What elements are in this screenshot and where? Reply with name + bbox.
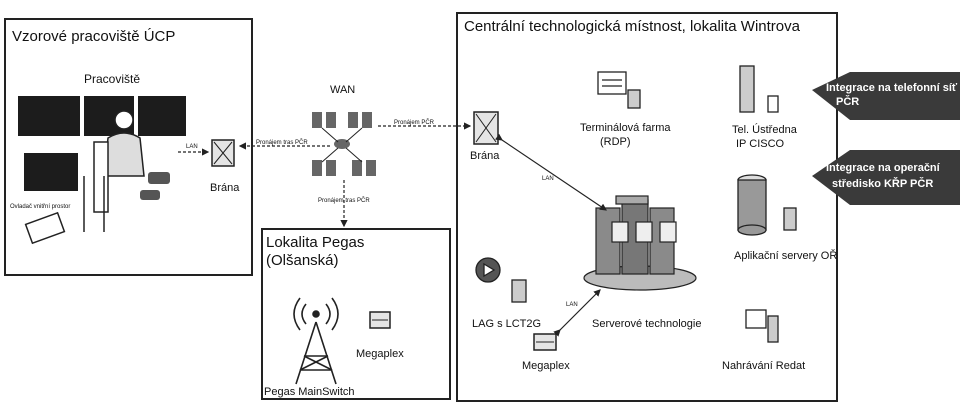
lag-device-icon bbox=[475, 257, 527, 303]
pegas-region bbox=[261, 228, 451, 400]
wan-router-icons bbox=[312, 112, 376, 176]
banner-phone-line1: Integrace na telefonní síť bbox=[826, 82, 958, 94]
pegas-megaplex-icon bbox=[369, 311, 391, 329]
operator-icon bbox=[83, 110, 145, 232]
workplace-device-label: Ovladač vnitřní prostor bbox=[10, 204, 71, 210]
central-gate-label: Brána bbox=[470, 150, 500, 162]
workplace-lan-label: LAN bbox=[186, 144, 198, 150]
recording-device-icon bbox=[745, 309, 779, 343]
wan-label: WAN bbox=[330, 84, 356, 96]
central-lan-link-a bbox=[495, 133, 607, 211]
banner-ops-shape bbox=[812, 150, 960, 205]
central-lan-link-b bbox=[553, 289, 601, 337]
app-servers-label: Aplikační servery OŘ bbox=[734, 250, 838, 262]
wan-link-right-label: Pronájem PČR bbox=[394, 120, 435, 126]
pegas-mainswitch-label: Pegas MainSwitch bbox=[264, 386, 355, 398]
central-megaplex-label: Megaplex bbox=[522, 360, 570, 372]
tablet-device-icon bbox=[24, 211, 66, 245]
phone-exchange-label-line2: IP CISCO bbox=[736, 138, 785, 150]
lag-label: LAG s LCT2G bbox=[472, 318, 542, 330]
central-lan-label-a: LAN bbox=[542, 176, 554, 182]
terminal-farm-label-line2: (RDP) bbox=[600, 136, 631, 148]
banner-phone-line2: PČR bbox=[836, 96, 860, 108]
central-lan-label-b: LAN bbox=[566, 302, 578, 308]
wan-link-down-label: Pronájem tras PČR bbox=[318, 198, 370, 204]
pegas-megaplex-label: Megaplex bbox=[356, 348, 404, 360]
phone-exchange-label-line1: Tel. Ústředna bbox=[732, 124, 797, 136]
central-gateway-icon bbox=[473, 111, 499, 145]
workplace-gate-label: Brána bbox=[210, 182, 240, 194]
antenna-tower-icon bbox=[293, 297, 339, 385]
wan-link-left-label: Pronájem tras PČR bbox=[256, 140, 308, 146]
phone-exchange-icon bbox=[739, 65, 779, 113]
pegas-title-line2: (Olšanská) bbox=[266, 252, 339, 269]
desk-phone-icon bbox=[140, 172, 170, 200]
terminal-farm-label-line1: Terminálová farma bbox=[580, 122, 671, 134]
banner-ops-line1: Integrace na operační bbox=[826, 162, 940, 174]
central-title: Centrální technologická místnost, lokali… bbox=[464, 18, 800, 35]
server-cluster-label: Serverové technologie bbox=[592, 318, 702, 330]
terminal-farm-icon bbox=[597, 71, 641, 109]
banner-phone-shape bbox=[812, 72, 960, 120]
workplace-gateway-icon bbox=[211, 139, 235, 167]
server-cluster-icon bbox=[583, 195, 697, 291]
pegas-title-line1: Lokalita Pegas bbox=[266, 234, 365, 251]
workplace-label: Pracoviště bbox=[84, 72, 141, 86]
app-servers-icon bbox=[737, 174, 797, 236]
workplace-title: Vzorové pracoviště ÚCP bbox=[12, 28, 176, 45]
central-megaplex-icon bbox=[533, 333, 557, 351]
recording-label: Nahrávání Redat bbox=[722, 360, 806, 372]
banner-ops-line2: středisko KŘP PČR bbox=[832, 178, 934, 190]
